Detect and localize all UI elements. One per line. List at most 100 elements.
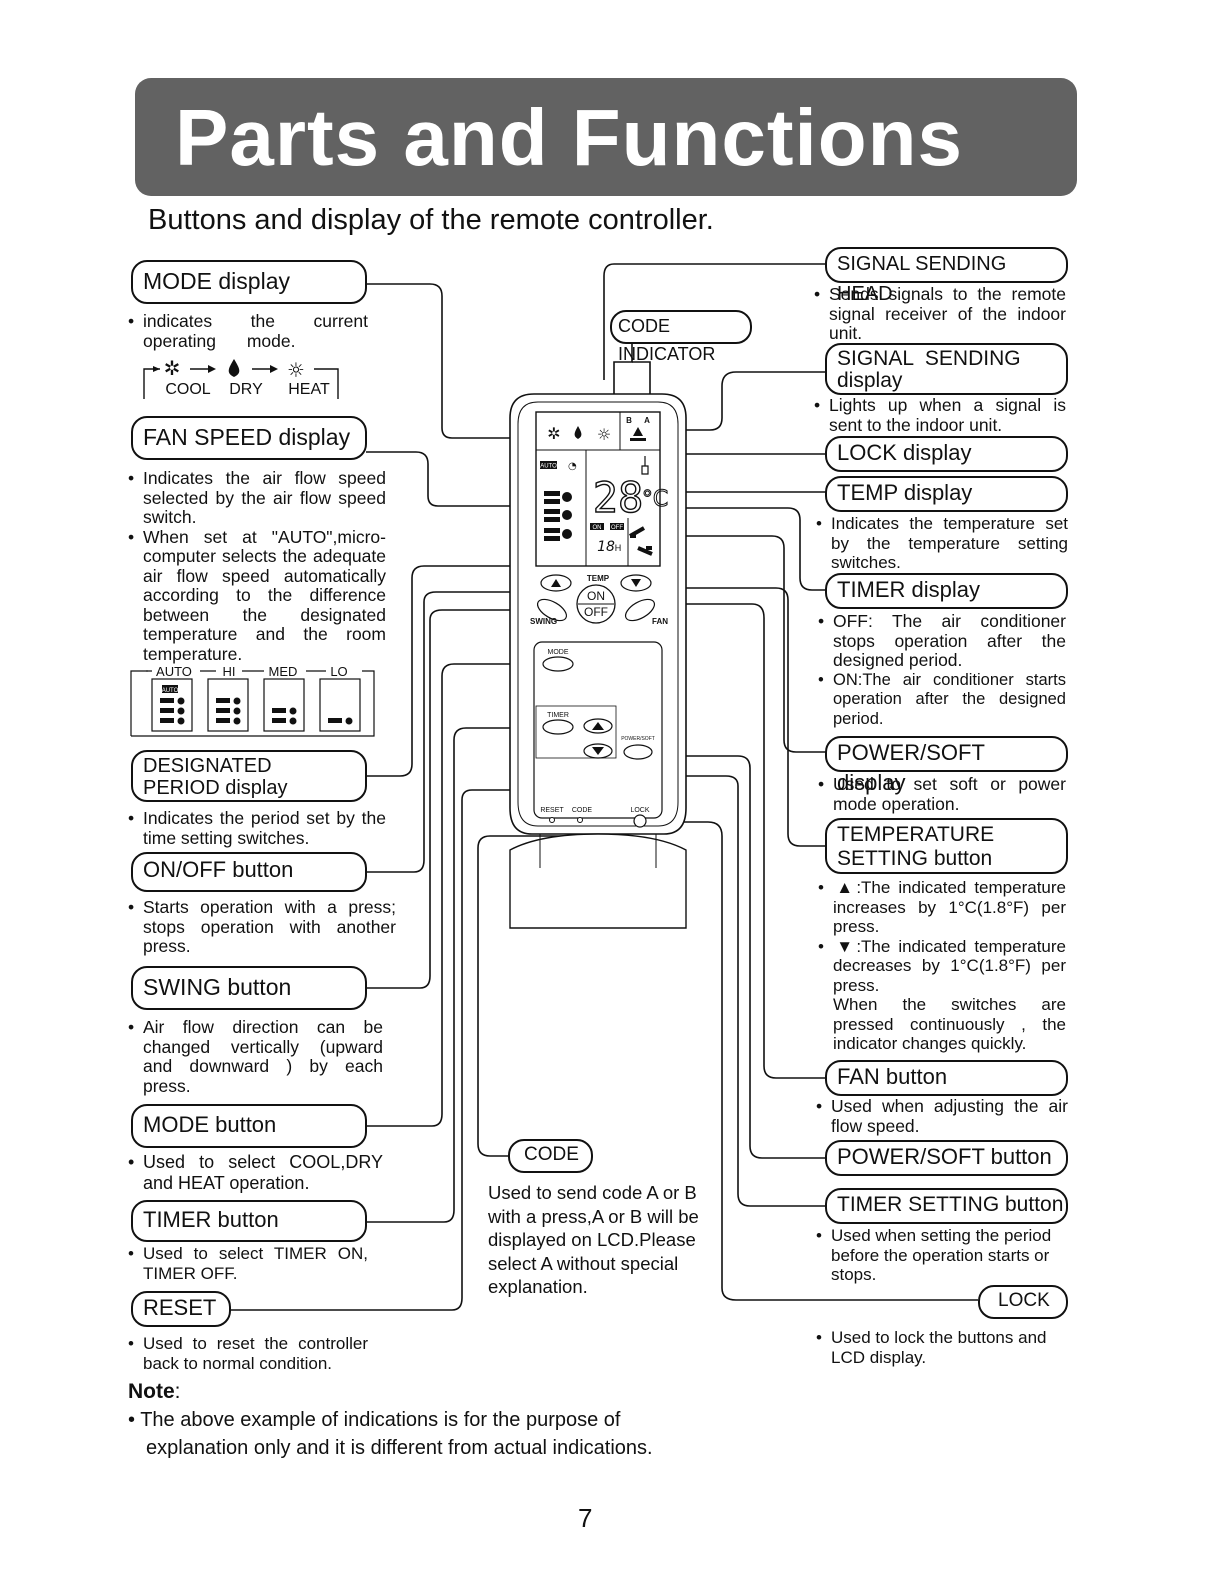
svg-text:FAN: FAN [652, 617, 668, 626]
mode-button-desc: Used to select COOL,DRY and HEAT operati… [128, 1152, 383, 1194]
leader-power-soft-display [620, 535, 826, 753]
lcd-dry-mini-icon: ◔ [568, 461, 577, 472]
svg-text:A: A [644, 416, 650, 425]
signal-sending-head-label: SIGNAL SENDING HEAD [825, 247, 1068, 305]
reset-label: RESET [131, 1291, 231, 1327]
designated-period-display-label: DESIGNATED PERIOD display [131, 750, 367, 802]
power-soft-display-desc: Used to set soft or power mode operation… [818, 774, 1066, 814]
leader-timer-button [366, 727, 540, 1223]
lcd-sun-icon: ☼ [597, 425, 611, 444]
fan-speed-sequence-diagram: AUTO HI MED LO AUTO [130, 665, 375, 737]
svg-text:TEMP: TEMP [587, 574, 610, 583]
temperature-setting-button-label: TEMPERATURE SETTING button [825, 818, 1068, 874]
fan-speed-display-label: FAN SPEED display [131, 416, 367, 460]
med-label: MED [269, 665, 298, 679]
temperature-setting-button-desc: ▲:The indicated temperature increases by… [818, 878, 1066, 1054]
leader-fan-button [650, 603, 826, 1079]
fan-button-desc: Used when adjusting the air flow speed. [816, 1096, 1068, 1136]
timer-setting-button-desc: Used when setting the period before the … [816, 1226, 1066, 1285]
svg-text:SWING: SWING [530, 617, 557, 626]
lcd-timer-value: 18 [597, 539, 615, 555]
leader-designated-period [366, 565, 592, 777]
temp-display-label: TEMP display [825, 476, 1068, 512]
leader-lock [650, 821, 978, 1301]
leader-mode-button [366, 663, 544, 1127]
svg-text:RESET: RESET [540, 807, 564, 814]
swing-button [536, 598, 568, 622]
power-soft-button [623, 744, 653, 760]
temp-display-desc: Indicates the temperature set by the tem… [816, 514, 1068, 573]
timer-display-desc: OFF: The air conditioner stops operation… [818, 611, 1066, 729]
svg-text:AUTO: AUTO [162, 688, 179, 694]
svg-text:POWER/SOFT: POWER/SOFT [621, 736, 655, 742]
lcd-snowflake-icon: ✲ [547, 424, 560, 443]
timer-display-label: TIMER display [825, 573, 1068, 609]
svg-text:ON: ON [593, 525, 602, 531]
leader-fan-speed [366, 451, 540, 507]
lcd-signal-icon [633, 427, 643, 436]
lcd-temp-value: 28 [593, 473, 644, 522]
lock-display-label: LOCK display [825, 436, 1068, 472]
timer-button [542, 719, 574, 735]
leader-code [477, 822, 581, 1157]
svg-text:OFF: OFF [584, 605, 608, 619]
signal-sending-display-label: SIGNAL SENDING display [825, 343, 1068, 395]
code-indicator-label: CODE INDICATOR [610, 310, 752, 364]
svg-text:CODE: CODE [572, 807, 593, 814]
heat-label: HEAT [288, 381, 330, 398]
leader-code-indicator-a [613, 342, 633, 404]
lcd-lock-icon [641, 456, 649, 475]
leader-signal-display [640, 371, 826, 431]
lcd-drop-icon [574, 426, 582, 439]
swing-button-desc: Air flow direction can be changed vertic… [128, 1017, 383, 1096]
page-number: 7 [578, 1503, 593, 1533]
power-soft-display-label: POWER/SOFT display [825, 736, 1068, 795]
code-desc: Used to send code A or B with a press,A … [488, 1182, 699, 1297]
leader-mode-display [366, 283, 540, 439]
svg-text:B: B [626, 416, 632, 425]
onoff-button-desc: Starts operation with a press; stops ope… [128, 897, 396, 957]
snowflake-icon: ✲ [164, 356, 181, 380]
svg-text:AUTO: AUTO [540, 464, 557, 470]
leader-temp-setting-up [648, 587, 826, 847]
fan-button [624, 598, 656, 622]
timer-button-desc: Used to select TIMER ON, TIMER OFF. [128, 1244, 368, 1283]
note-title: Note: [128, 1380, 181, 1403]
page-title: Parts and Functions [175, 93, 963, 182]
timer-setting-button-label: TIMER SETTING button [825, 1188, 1068, 1224]
leader-timer-setting [575, 740, 826, 1207]
title-banner: Parts and Functions [135, 78, 1077, 196]
signal-sending-display-desc: Lights up when a signal is sent to the i… [814, 395, 1066, 435]
svg-text:OFF: OFF [611, 525, 623, 531]
auto-label: AUTO [156, 665, 192, 679]
svg-text:LOCK: LOCK [630, 807, 649, 814]
drop-icon [228, 359, 240, 377]
mode-button [542, 656, 574, 672]
onoff-button-label: ON/OFF button [131, 852, 367, 892]
designated-period-display-desc: Indicates the period set by the time set… [128, 808, 386, 848]
fan-button-label: FAN button [825, 1060, 1068, 1096]
leader-onoff [366, 591, 578, 873]
leader-signal-head [603, 263, 826, 380]
svg-text:MODE: MODE [548, 649, 569, 656]
lock-label: LOCK [978, 1285, 1068, 1319]
page-subtitle: Buttons and display of the remote contro… [148, 204, 714, 236]
leader-swing [366, 609, 540, 989]
fan-speed-display-desc: Indicates the air flow speed selected by… [128, 468, 386, 664]
lock-desc: Used to lock the buttons and LCD display… [816, 1328, 1068, 1367]
mode-button-label: MODE button [131, 1104, 367, 1148]
svg-text:H: H [615, 543, 622, 553]
swing-button-label: SWING button [131, 966, 367, 1010]
lcd-power-soft-icon [629, 526, 653, 556]
svg-text:TIMER: TIMER [547, 712, 569, 719]
svg-text:ON: ON [587, 589, 605, 603]
remote-controller: ✲ ☼ B A AUTO ◔ 28 °C ON OFF 18 H TEMP ON… [509, 393, 687, 929]
leader-power-soft-button [652, 755, 826, 1159]
reset-desc: Used to reset the controller back to nor… [128, 1334, 368, 1373]
lock-button [633, 814, 647, 828]
remote-holder [509, 833, 687, 929]
lo-label: LO [330, 665, 347, 679]
power-soft-button-label: POWER/SOFT button [825, 1140, 1068, 1176]
leader-code-indicator-b [632, 361, 651, 404]
mode-display-desc: indicates the current operating mode. [128, 311, 368, 351]
